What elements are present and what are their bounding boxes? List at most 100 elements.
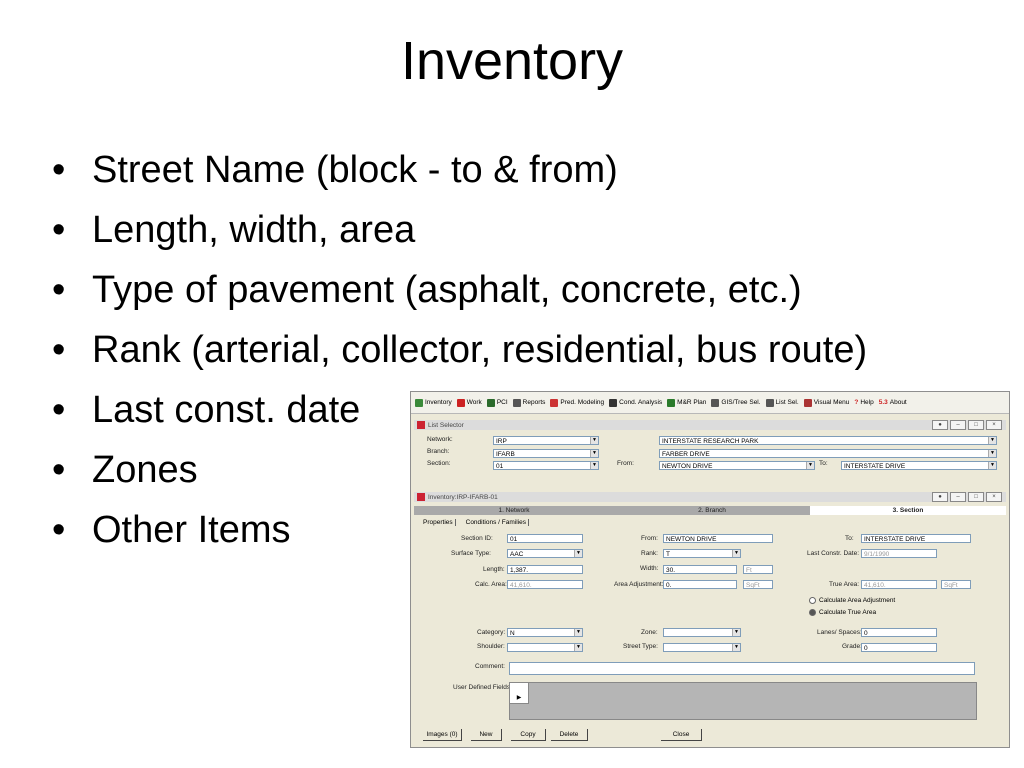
radio-calc-area-adjustment[interactable]: Calculate Area Adjustment (809, 597, 895, 604)
toolbar-item-visual-menu[interactable]: Visual Menu (803, 398, 851, 408)
section-value: 01 (496, 463, 504, 470)
bullet-text: Zones (92, 449, 198, 491)
bullet-item: • Zones (52, 448, 952, 493)
comment-field[interactable] (509, 662, 975, 675)
section-id-field[interactable]: 01 (507, 534, 583, 543)
chevron-down-icon: ▼ (574, 644, 582, 651)
pci-icon (486, 398, 495, 407)
toolbar-label: Inventory (425, 399, 452, 406)
radio-circle (809, 597, 816, 604)
subtab-properties[interactable]: Properties (421, 519, 456, 526)
bullet-text: Type of pavement (asphalt, concrete, etc… (92, 269, 802, 311)
close-form-button[interactable]: Close (661, 729, 702, 741)
bullet-item: • Type of pavement (asphalt, concrete, et… (52, 268, 952, 313)
toolbar-item-list-sel[interactable]: List Sel. (765, 398, 800, 408)
radio-calc-true-area[interactable]: Calculate True Area (809, 609, 876, 616)
toolbar-label: GIS/Tree Sel. (721, 399, 761, 406)
toolbar-label: About (889, 399, 907, 406)
to-value: INTERSTATE DRIVE (844, 463, 906, 470)
chevron-down-icon: ▼ (988, 437, 996, 444)
chevron-down-icon: ▼ (732, 629, 740, 636)
surface-type-value: AAC (510, 551, 524, 558)
to-select[interactable]: INTERSTATE DRIVE▼ (841, 461, 997, 470)
section-select[interactable]: 01▼ (493, 461, 599, 470)
surface-type-select[interactable]: AAC▼ (507, 549, 583, 558)
grade-field[interactable]: 0 (861, 643, 937, 652)
pin-icon[interactable]: ● (932, 420, 948, 430)
street-type-select[interactable]: ▼ (663, 643, 741, 652)
bullet-glyph: • (52, 329, 66, 371)
rank-select[interactable]: T▼ (663, 549, 741, 558)
list-selector-title: List Selector (428, 421, 464, 429)
shoulder-select[interactable]: ▼ (507, 643, 583, 652)
true-area-unit: SqFt (941, 580, 971, 589)
window-controls: ● – □ × (932, 420, 1002, 430)
minimize-button[interactable]: – (950, 492, 966, 502)
calc-area-label: Calc. Area: (475, 581, 507, 588)
about-icon: 5.3 (878, 399, 888, 406)
images-button[interactable]: Images (0) (423, 729, 462, 741)
to-label: To: (819, 460, 828, 467)
toolbar-item-gis[interactable]: GIS/Tree Sel. (710, 398, 761, 408)
delete-button[interactable]: Delete (551, 729, 588, 741)
bullet-text: Other Items (92, 509, 291, 551)
bullet-glyph: • (52, 209, 66, 251)
pin-icon[interactable]: ● (932, 492, 948, 502)
toolbar-item-pred-modeling[interactable]: Pred. Modeling (549, 398, 605, 408)
branch-value: IFARB (496, 451, 515, 458)
category-select[interactable]: N▼ (507, 628, 583, 637)
from-select[interactable]: NEWTON DRIVE▼ (659, 461, 815, 470)
copy-button[interactable]: Copy (511, 729, 546, 741)
maximize-button[interactable]: □ (968, 420, 984, 430)
toolbar-item-reports[interactable]: Reports (512, 398, 547, 408)
lanes-spaces-field[interactable]: 0 (861, 628, 937, 637)
network-select[interactable]: IRP▼ (493, 436, 599, 445)
udf-grid[interactable]: ▶ (509, 682, 977, 720)
section-id-label: Section ID: (461, 535, 493, 542)
analysis-icon (609, 398, 618, 407)
subtab-conditions[interactable]: Conditions / Families (464, 519, 529, 526)
last-const-date-field[interactable]: 9/1/1990 (861, 549, 937, 558)
radio-label: Calculate True Area (819, 609, 877, 616)
from-field[interactable]: NEWTON DRIVE (663, 534, 773, 543)
toolbar-item-work[interactable]: Work (456, 398, 483, 408)
toolbar-item-help[interactable]: ?Help (853, 398, 874, 407)
toolbar-item-mr-plan[interactable]: M&R Plan (666, 398, 707, 408)
tab-branch[interactable]: 2. Branch (614, 506, 810, 515)
help-icon: ? (854, 399, 859, 406)
tab-network[interactable]: 1. Network (414, 506, 614, 515)
surface-type-label: Surface Type: (451, 550, 491, 557)
plan-icon (667, 398, 676, 407)
bullet-text: Length, width, area (92, 209, 416, 251)
chevron-down-icon: ▼ (988, 450, 996, 457)
area-adjustment-field[interactable]: 0. (663, 580, 737, 589)
length-label: Length: (483, 566, 505, 573)
close-button[interactable]: × (986, 492, 1002, 502)
toolbar-item-inventory[interactable]: Inventory (414, 398, 453, 408)
branch-name-select[interactable]: FARBER DRIVE▼ (659, 449, 997, 458)
width-field[interactable]: 30. (663, 565, 737, 574)
branch-select[interactable]: IFARB▼ (493, 449, 599, 458)
calc-area-field: 41,610. (507, 580, 583, 589)
network-name-select[interactable]: INTERSTATE RESEARCH PARK▼ (659, 436, 997, 445)
tab-section[interactable]: 3. Section (810, 506, 1006, 515)
zone-select[interactable]: ▼ (663, 628, 741, 637)
toolbar-item-cond-analysis[interactable]: Cond. Analysis (608, 398, 663, 408)
maximize-button[interactable]: □ (968, 492, 984, 502)
new-button[interactable]: New (471, 729, 502, 741)
bullet-glyph: • (52, 449, 66, 491)
true-area-label: True Area: (829, 581, 860, 588)
length-field[interactable]: 1,387. (507, 565, 583, 574)
branch-label: Branch: (427, 448, 450, 455)
gis-icon (711, 398, 720, 407)
to-field[interactable]: INTERSTATE DRIVE (861, 534, 971, 543)
minimize-button[interactable]: – (950, 420, 966, 430)
close-button[interactable]: × (986, 420, 1002, 430)
toolbar-item-pci[interactable]: PCI (486, 398, 509, 408)
from-label: From: (617, 460, 634, 467)
bullet-item: •Last const. date (52, 388, 952, 433)
bullet-glyph: • (52, 269, 66, 311)
toolbar-label: Reports (522, 399, 546, 406)
radio-label: Calculate Area Adjustment (819, 597, 896, 604)
